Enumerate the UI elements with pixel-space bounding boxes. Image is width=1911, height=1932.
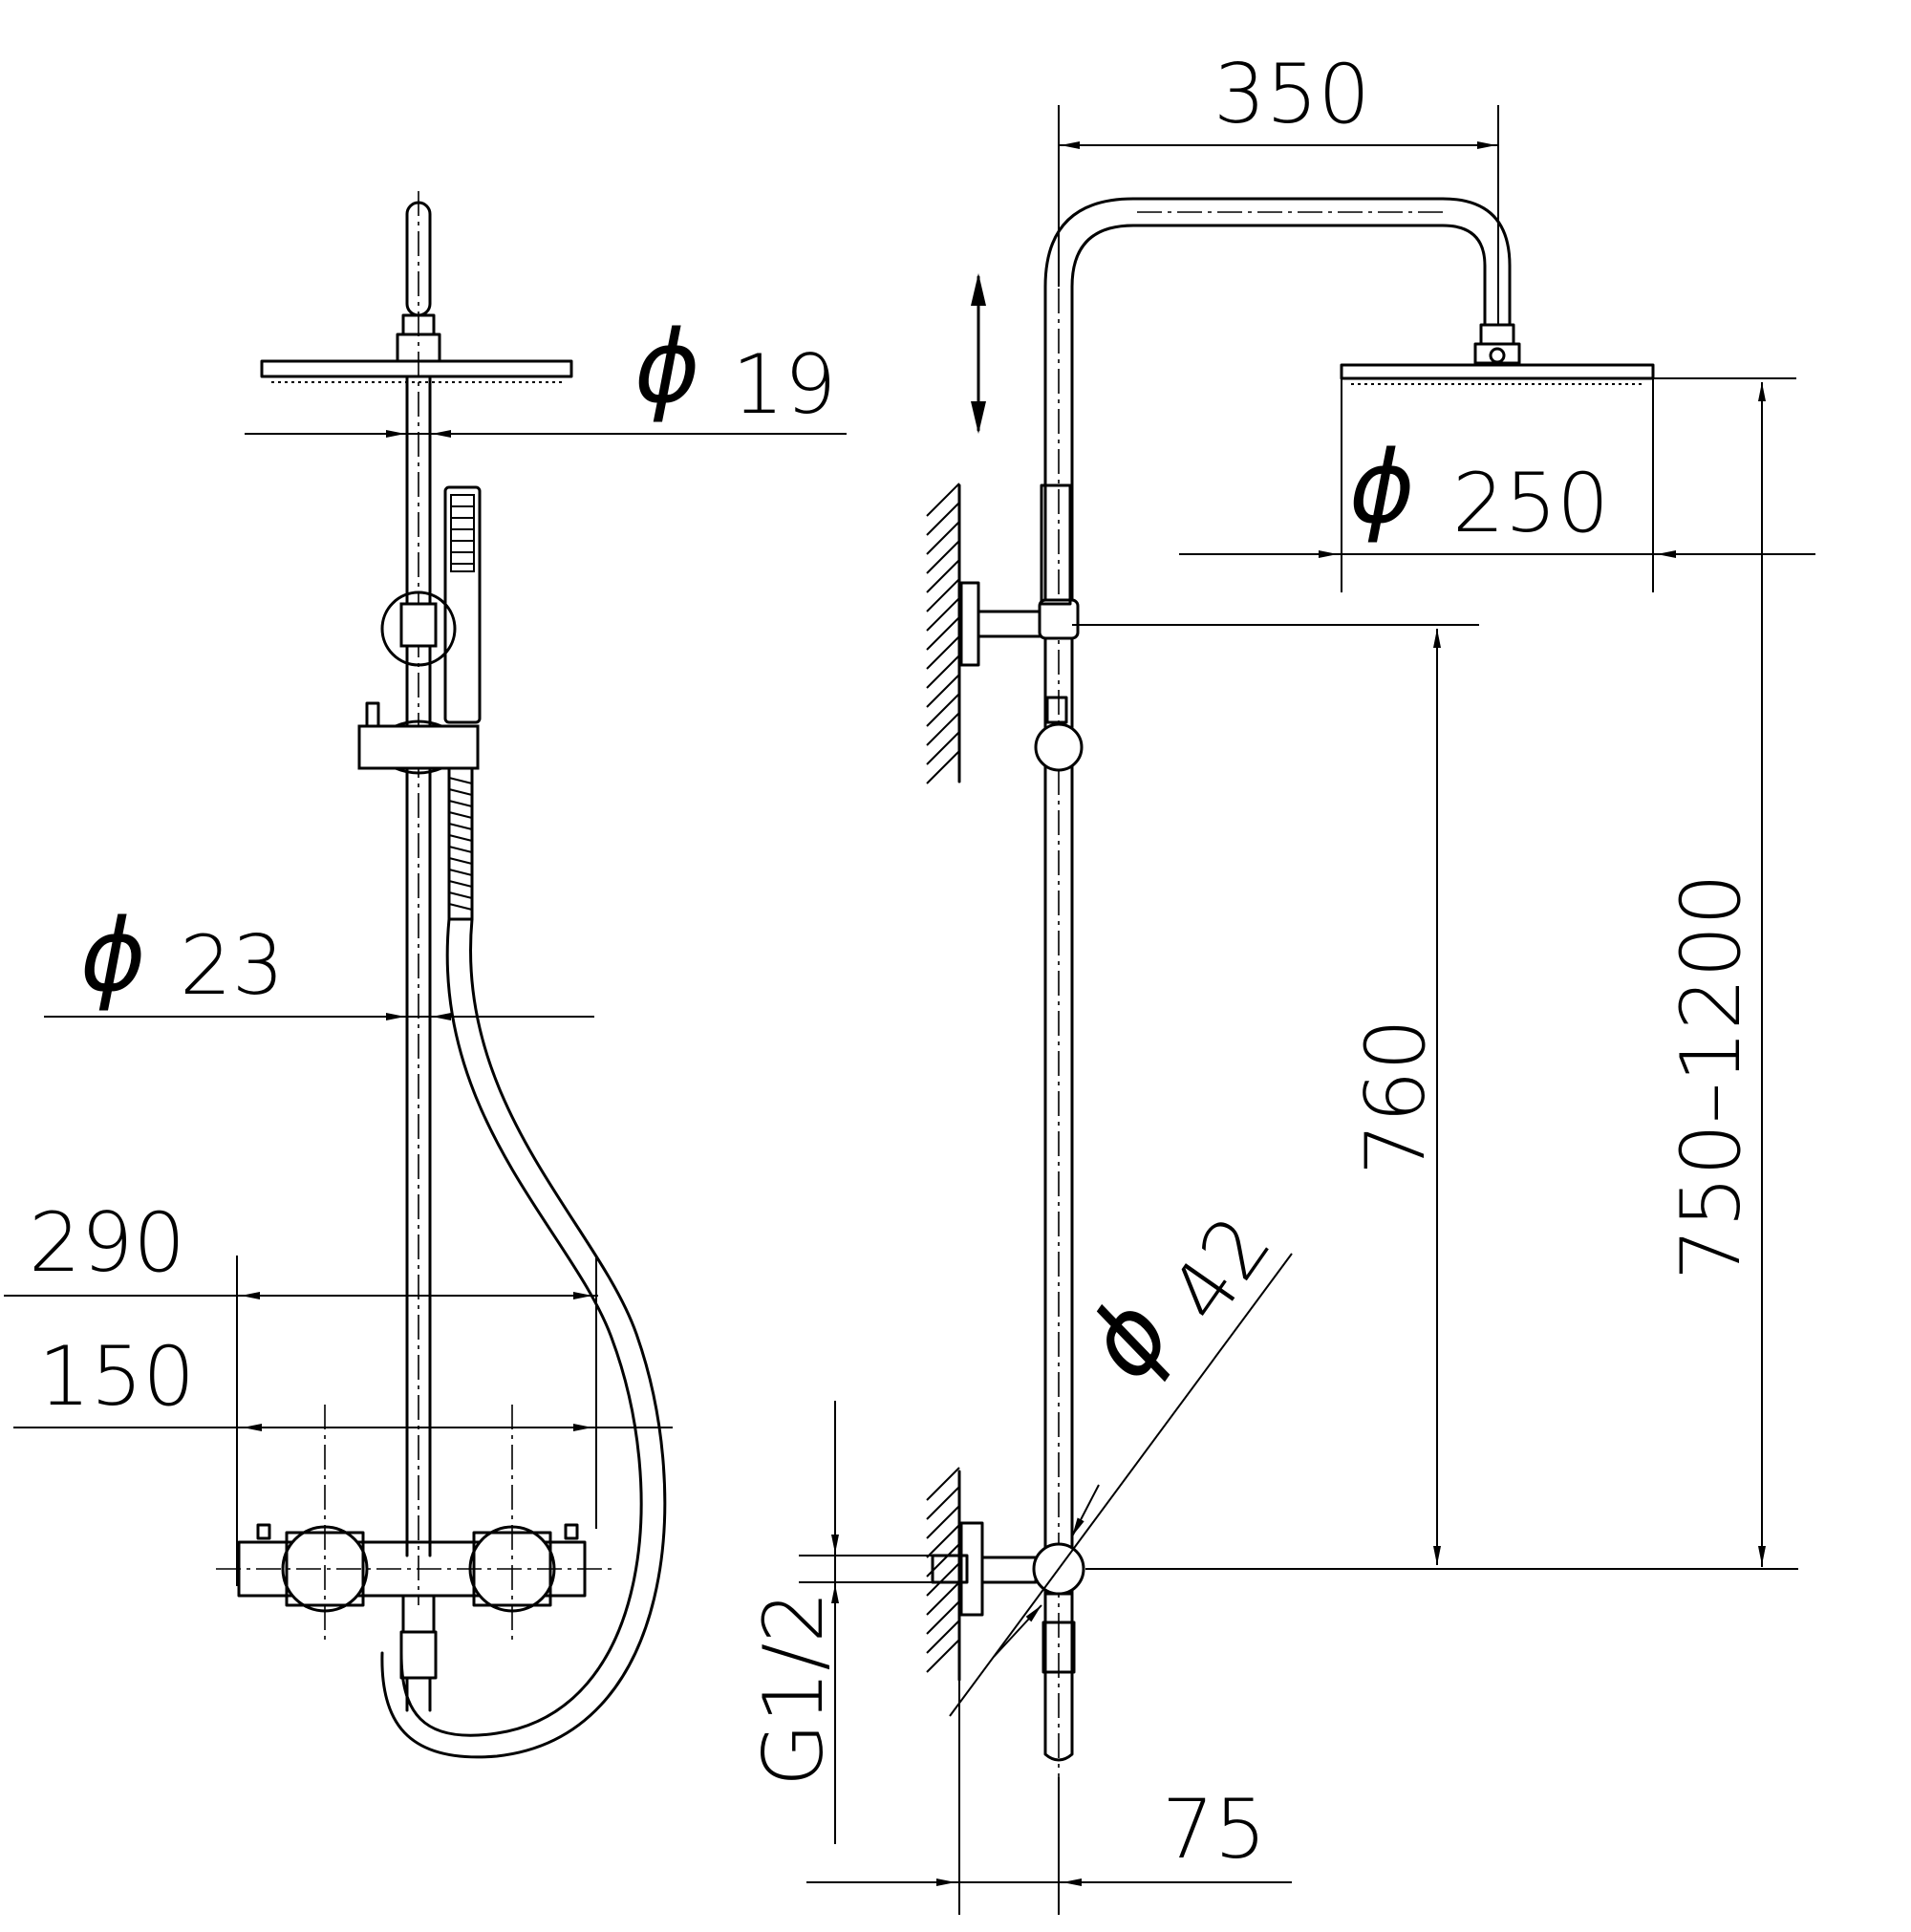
phi23-symbol: ϕ [80,897,146,1014]
phi19-symbol: ϕ [634,309,700,425]
dim-centers-150: 150 [38,1329,195,1425]
dim-offset-75: 75 [1162,1782,1266,1878]
shower-hose [399,917,643,1737]
dim-width-290: 290 [29,1195,185,1291]
hand-shower [443,485,482,724]
slider-holder [357,724,480,770]
dim-height-760: 760 [1348,1019,1444,1175]
front-view: ϕ 19 ϕ 23 290 150 [4,191,847,1759]
overhead-arm [1043,197,1512,327]
dim-pipe-19: 19 [732,337,836,433]
dim-thread-g12: G1/2 [746,1591,842,1787]
side-view: 350 ϕ 250 760 750–1200 ϕ 42 G1/2 [746,47,1815,1915]
dim-pipe-23: 23 [180,918,284,1014]
dim-height-750-1200: 750–1200 [1664,873,1759,1280]
dim-arm-350: 350 [1213,47,1370,142]
phi250-symbol: ϕ [1349,429,1415,546]
dim-head-250: 250 [1452,456,1609,551]
slider-knob-side [1034,722,1084,772]
shower-head-front [260,359,573,378]
dim-knob-42: 42 [1151,1199,1290,1340]
shower-head-side [1340,363,1655,380]
